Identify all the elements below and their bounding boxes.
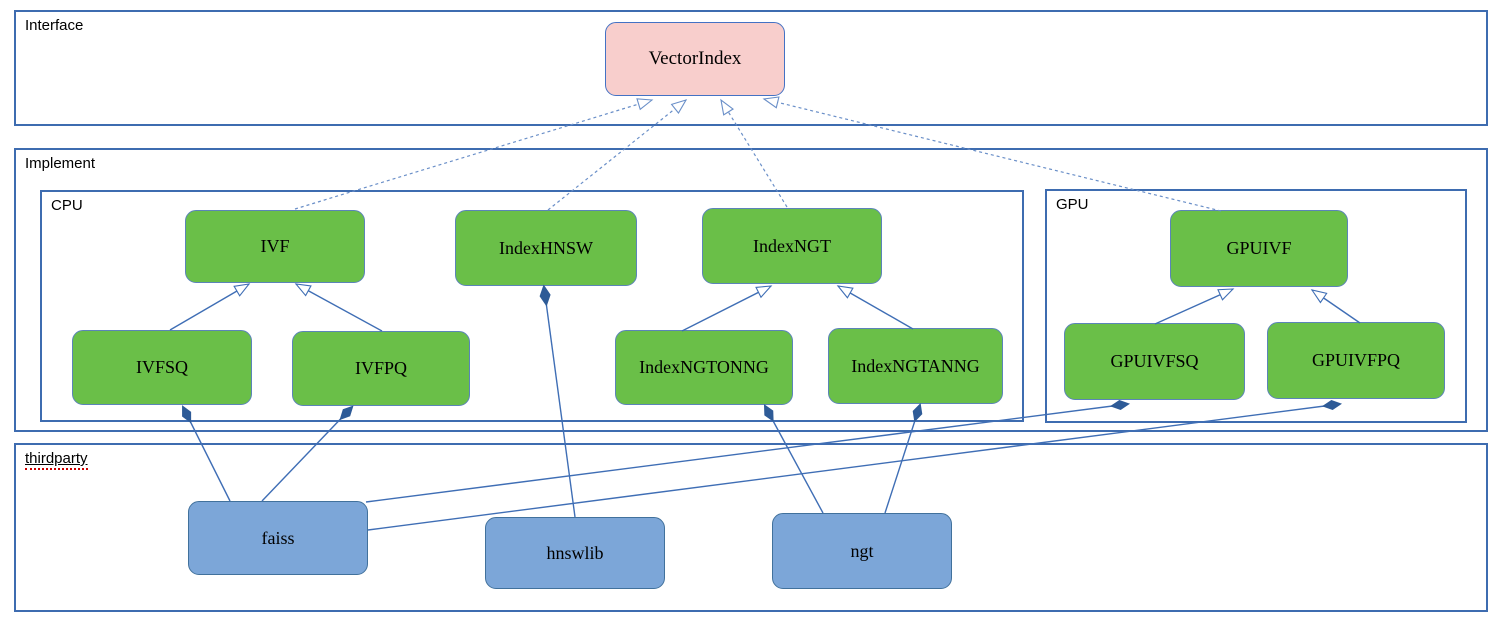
- node-ivfpq[interactable]: IVFPQ: [292, 331, 470, 406]
- node-ivf[interactable]: IVF: [185, 210, 365, 283]
- node-indexngt[interactable]: IndexNGT: [702, 208, 882, 284]
- node-gpuivfsq[interactable]: GPUIVFSQ: [1064, 323, 1245, 400]
- node-indexngt-label: IndexNGT: [753, 235, 831, 256]
- node-gpuivfpq-label: GPUIVFPQ: [1311, 350, 1401, 370]
- node-vectorindex-label: VectorIndex: [648, 48, 742, 69]
- node-ngt[interactable]: ngt: [772, 513, 952, 589]
- node-ngt-label: ngt: [850, 540, 874, 561]
- node-ivf-label: IVF: [260, 236, 290, 256]
- node-indexngtonng-label: IndexNGTONNG: [639, 357, 769, 377]
- node-gpuivfsq-label: GPUIVFSQ: [1110, 351, 1199, 371]
- container-cpu-label: CPU: [51, 197, 83, 214]
- node-ivfsq-label: IVFSQ: [135, 357, 188, 377]
- container-thirdparty-label: thirdparty: [25, 450, 88, 470]
- node-indexhnsw[interactable]: IndexHNSW: [455, 210, 637, 286]
- node-hnswlib-label: hnswlib: [546, 542, 604, 563]
- node-hnswlib[interactable]: hnswlib: [485, 517, 665, 589]
- node-indexngtanng-label: IndexNGTANNG: [851, 355, 980, 376]
- node-ivfpq-label: IVFPQ: [354, 358, 407, 378]
- container-implement-label: Implement: [25, 155, 96, 172]
- node-vectorindex[interactable]: VectorIndex: [605, 22, 785, 96]
- node-gpuivfpq[interactable]: GPUIVFPQ: [1267, 322, 1445, 399]
- node-indexhnsw-label: IndexHNSW: [499, 237, 593, 258]
- node-ivfsq[interactable]: IVFSQ: [72, 330, 252, 405]
- container-gpu-label: GPU: [1056, 196, 1089, 213]
- node-faiss[interactable]: faiss: [188, 501, 368, 575]
- container-interface-label: Interface: [25, 17, 84, 34]
- node-faiss-label: faiss: [261, 527, 295, 548]
- node-indexngtonng[interactable]: IndexNGTONNG: [615, 330, 793, 405]
- node-indexngtanng[interactable]: IndexNGTANNG: [828, 328, 1003, 404]
- node-gpuivf-label: GPUIVF: [1226, 238, 1292, 258]
- node-gpuivf[interactable]: GPUIVF: [1170, 210, 1348, 287]
